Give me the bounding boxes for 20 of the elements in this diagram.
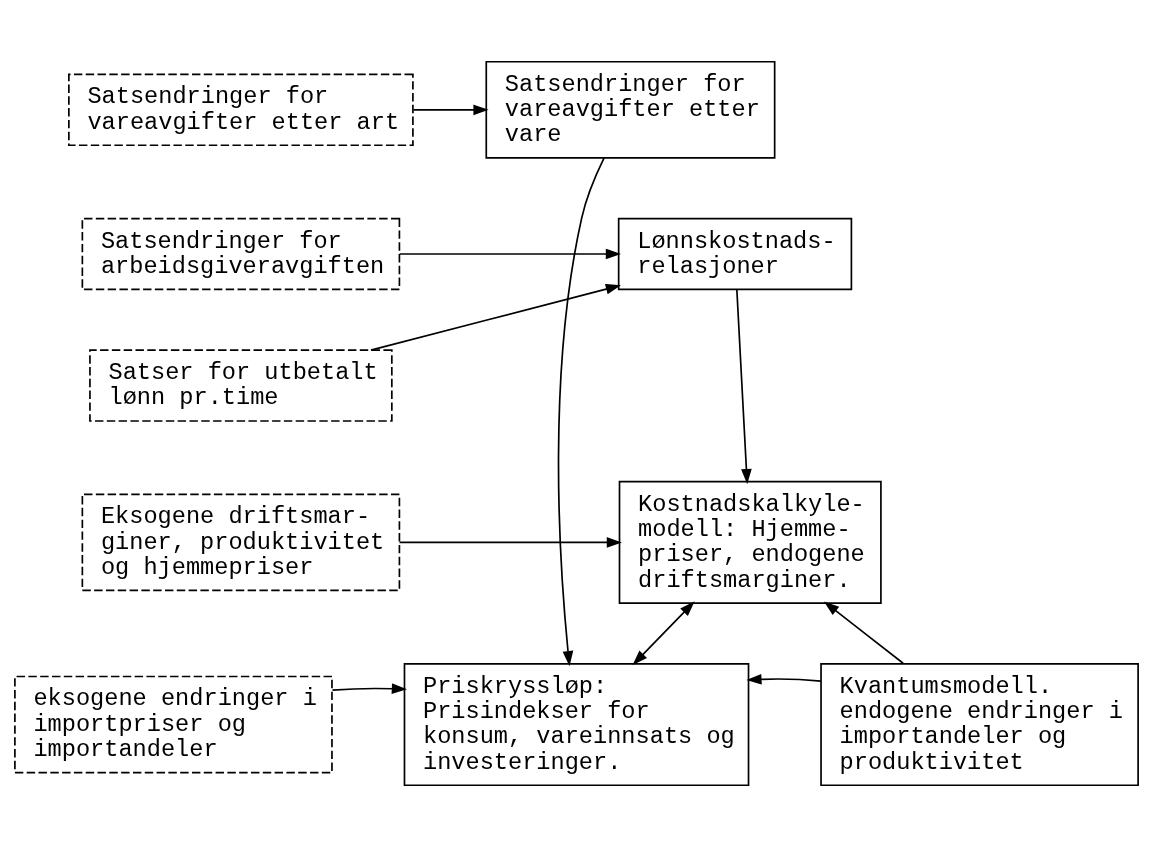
node-box: Eksogene driftsmar- giner, produktivitet og hjemmepriser (81, 493, 401, 592)
node-box: Satsendringer for vareavgifter etter vare (485, 60, 776, 159)
node-box: Kvantumsmodell. endogene endringer i importandeler og produktivitet (820, 663, 1139, 787)
arrow (370, 283, 621, 351)
arrow (412, 104, 489, 116)
node-box: Priskryssløp: Prisindekser for konsum, vareinnsats og investeringer. (403, 663, 750, 787)
arrow (398, 537, 622, 548)
arrow (331, 683, 407, 695)
node-box: Satser for utbetalt lønn pr.time (89, 349, 393, 422)
arrow (557, 157, 605, 667)
node-box: eksogene endringer i importpriser og importandeler (14, 675, 333, 774)
arrow (746, 673, 822, 685)
node-box: Satsendringer for vareavgifter etter art (68, 73, 414, 147)
arrow (823, 601, 904, 665)
node-box: Lønnskostnads- relasjoner (617, 217, 853, 291)
node-box: Kostnadskalkyle- modell: Hjemme- priser, endogene driftsmarginer. (618, 480, 882, 604)
arrow (736, 288, 752, 485)
arrow (398, 248, 621, 260)
arrow (632, 601, 695, 666)
node-box: Satsendringer for arbeidsgiveravgiften (81, 217, 401, 291)
